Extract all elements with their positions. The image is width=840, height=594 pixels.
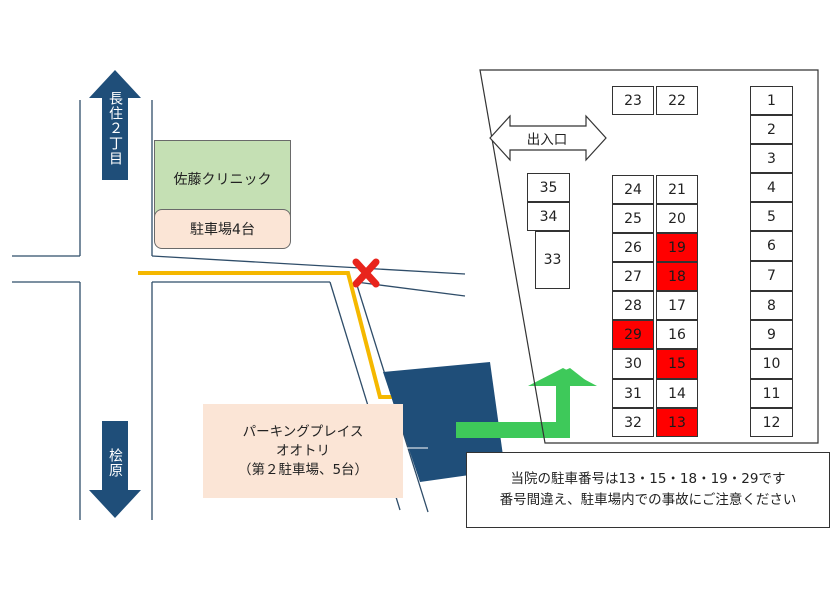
parking-slot: 24 xyxy=(612,175,654,204)
second-lot-detail: （第２駐車場、5台） xyxy=(237,461,369,478)
parking-lot-outline xyxy=(479,69,819,444)
parking-slot: 9 xyxy=(750,320,793,349)
reserved-parking-slot: 19 xyxy=(656,233,698,262)
reserved-parking-slot: 13 xyxy=(656,408,698,437)
entrance-label: 出入口 xyxy=(526,132,568,148)
parking-slot: 1 xyxy=(750,86,793,115)
parking-slot: 10 xyxy=(750,349,793,379)
notice-box: 当院の駐車番号は13・15・18・19・29です 番号間違え、駐車場内での事故に… xyxy=(466,452,830,528)
cross-road-right-top xyxy=(151,255,466,275)
second-lot-name-line2: オオトリ xyxy=(276,442,330,459)
parking-slot: 23 xyxy=(612,86,654,115)
parking-slot: 2 xyxy=(750,115,793,144)
parking-slot: 31 xyxy=(612,379,654,408)
parking-slot: 22 xyxy=(656,86,698,115)
reserved-parking-slot: 15 xyxy=(656,349,698,379)
clinic-name: 佐藤クリニック xyxy=(173,172,272,188)
notice-line2: 番号間違え、駐車場内での事故にご注意ください xyxy=(499,492,797,508)
clinic-parking-label: 駐車場4台 xyxy=(154,209,291,249)
parking-slot: 14 xyxy=(656,379,698,408)
down-arrow-icon xyxy=(89,421,141,518)
reserved-parking-slot: 18 xyxy=(656,262,698,291)
notice-line1: 当院の駐車番号は13・15・18・19・29です xyxy=(510,471,786,487)
parking-slot: 27 xyxy=(612,262,654,291)
parking-slot: 34 xyxy=(527,202,570,231)
entrance-double-arrow-icon xyxy=(489,114,607,162)
parking-slot: 12 xyxy=(750,408,793,437)
parking-slot: 8 xyxy=(750,291,793,320)
parking-slot: 35 xyxy=(527,173,570,202)
parking-slot: 25 xyxy=(612,204,654,233)
north-direction-label: 長住２丁目 xyxy=(107,90,123,166)
route-arrow-icon xyxy=(138,271,425,403)
guide-arrow-head xyxy=(528,368,597,386)
parking-slot: 32 xyxy=(612,408,654,437)
parking-slot: 33 xyxy=(535,231,570,289)
parking-slot: 6 xyxy=(750,231,793,261)
south-direction-label: 桧原 xyxy=(107,448,123,478)
parking-slot: 26 xyxy=(612,233,654,262)
parking-slot: 17 xyxy=(656,291,698,320)
parking-slot: 7 xyxy=(750,261,793,291)
parking-slot: 11 xyxy=(750,379,793,408)
parking-slot: 20 xyxy=(656,204,698,233)
parking-slot: 5 xyxy=(750,202,793,231)
parking-slot: 16 xyxy=(656,320,698,349)
parking-slot: 4 xyxy=(750,173,793,202)
parking-slot: 21 xyxy=(656,175,698,204)
parking-slot: 3 xyxy=(750,144,793,173)
second-lot-info-box: パーキングプレイス オオトリ （第２駐車場、5台） xyxy=(203,404,403,498)
parking-slot: 28 xyxy=(612,291,654,320)
parking-slot: 30 xyxy=(612,349,654,379)
reserved-parking-slot: 29 xyxy=(612,320,654,349)
up-arrow-icon xyxy=(89,70,141,180)
x-mark-icon xyxy=(352,258,380,288)
second-lot-name-line1: パーキングプレイス xyxy=(242,423,364,440)
